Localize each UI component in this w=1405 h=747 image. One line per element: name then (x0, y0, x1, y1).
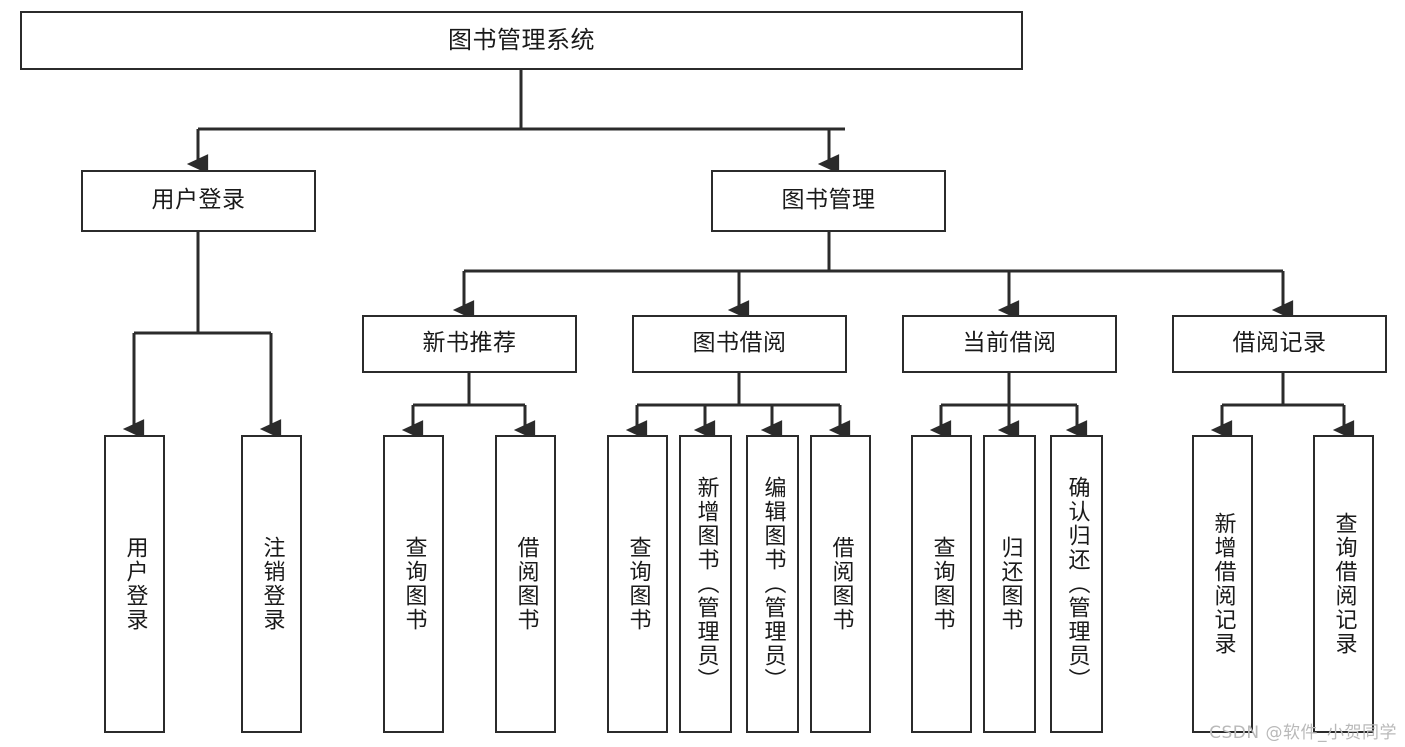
node-book-borrow[interactable]: 图书借阅 (632, 315, 847, 373)
node-root-system-label: 图书管理系统 (448, 26, 595, 55)
leaf-current-borrow-confirm[interactable]: 确认归还（管理员） (1050, 435, 1103, 733)
leaf-borrow-record-add-label: 新增借阅记录 (1210, 512, 1236, 656)
node-new-book-recommend-label: 新书推荐 (422, 330, 517, 357)
leaf-book-borrow-query-label: 查询图书 (625, 536, 651, 632)
leaf-book-borrow-query[interactable]: 查询图书 (607, 435, 668, 733)
leaf-borrow-record-query-label: 查询借阅记录 (1331, 512, 1357, 656)
leaf-user-login-login[interactable]: 用户登录 (104, 435, 165, 733)
leaf-book-borrow-edit-label: 编辑图书（管理员） (760, 476, 786, 692)
node-book-borrow-label: 图书借阅 (692, 330, 787, 357)
node-current-borrow-label: 当前借阅 (962, 330, 1057, 357)
leaf-new-book-query-label: 查询图书 (401, 536, 427, 632)
leaf-book-borrow-borrow[interactable]: 借阅图书 (810, 435, 871, 733)
leaf-new-book-borrow[interactable]: 借阅图书 (495, 435, 556, 733)
leaf-book-borrow-borrow-label: 借阅图书 (828, 536, 854, 632)
node-current-borrow[interactable]: 当前借阅 (902, 315, 1117, 373)
leaf-book-borrow-edit[interactable]: 编辑图书（管理员） (746, 435, 799, 733)
node-book-manage-label: 图书管理 (781, 187, 876, 214)
node-borrow-record-label: 借阅记录 (1232, 330, 1327, 357)
leaf-current-borrow-return-label: 归还图书 (997, 536, 1023, 632)
leaf-current-borrow-query[interactable]: 查询图书 (911, 435, 972, 733)
leaf-current-borrow-query-label: 查询图书 (929, 536, 955, 632)
node-book-manage[interactable]: 图书管理 (711, 170, 946, 232)
leaf-user-login-login-label: 用户登录 (122, 536, 148, 632)
leaf-current-borrow-confirm-label: 确认归还（管理员） (1064, 476, 1090, 692)
node-user-login-label: 用户登录 (151, 187, 246, 214)
leaf-user-login-logout-label: 注销登录 (259, 536, 285, 632)
leaf-book-borrow-add[interactable]: 新增图书（管理员） (679, 435, 732, 733)
leaf-borrow-record-query[interactable]: 查询借阅记录 (1313, 435, 1374, 733)
node-new-book-recommend[interactable]: 新书推荐 (362, 315, 577, 373)
leaf-borrow-record-add[interactable]: 新增借阅记录 (1192, 435, 1253, 733)
leaf-new-book-query[interactable]: 查询图书 (383, 435, 444, 733)
leaf-user-login-logout[interactable]: 注销登录 (241, 435, 302, 733)
leaf-current-borrow-return[interactable]: 归还图书 (983, 435, 1036, 733)
node-user-login[interactable]: 用户登录 (81, 170, 316, 232)
watermark-text: CSDN @软件_小贺同学 (1209, 723, 1397, 743)
node-root-system[interactable]: 图书管理系统 (20, 11, 1023, 70)
node-borrow-record[interactable]: 借阅记录 (1172, 315, 1387, 373)
leaf-new-book-borrow-label: 借阅图书 (513, 536, 539, 632)
leaf-book-borrow-add-label: 新增图书（管理员） (693, 476, 719, 692)
